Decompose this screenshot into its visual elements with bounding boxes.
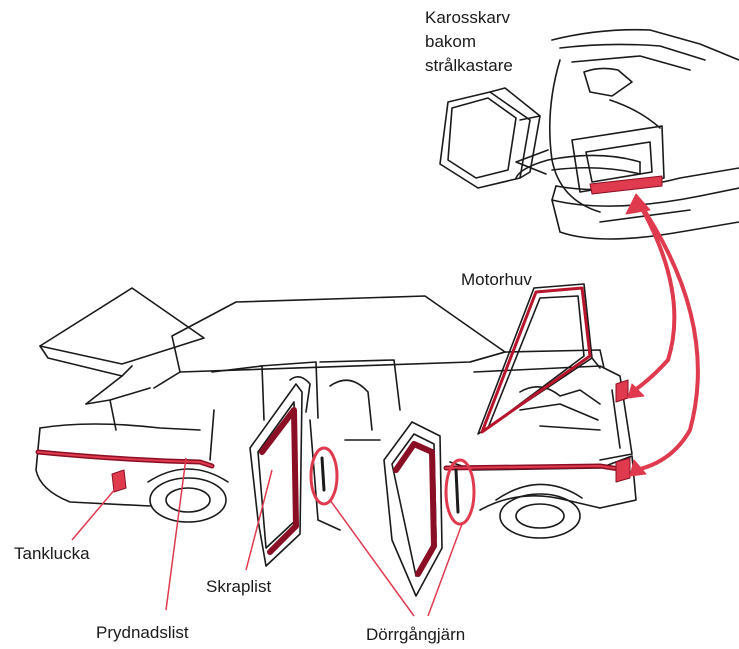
rear-wheel — [150, 478, 226, 522]
car-roof — [172, 296, 505, 372]
label-door-hinges: Dörrgångjärn — [366, 624, 465, 646]
seam-marker-lower — [616, 458, 630, 482]
label-body-seam-line3: strålkastare — [425, 55, 513, 77]
headlamp-unit — [440, 92, 530, 188]
leader-hinge-rear — [330, 500, 414, 616]
label-hood: Motorhuv — [461, 269, 532, 291]
front-wheel — [500, 494, 580, 538]
car-illustration — [36, 284, 636, 596]
boot-lid — [40, 288, 204, 364]
seam-marker-upper — [616, 380, 628, 402]
leader-scraper — [246, 470, 272, 570]
label-body-seam-line2: bakom — [425, 31, 476, 53]
leader-fuel-flap — [72, 488, 116, 540]
label-trim-strip: Prydnadslist — [96, 622, 189, 644]
label-fuel-flap: Tanklucka — [14, 543, 90, 565]
rear-door-strip — [262, 410, 296, 552]
fuel-flap-highlight — [112, 470, 126, 492]
body-seam-highlight — [590, 176, 662, 194]
label-scraper-strip: Skraplist — [206, 576, 271, 598]
label-body-seam-line1: Karosskarv — [425, 7, 510, 29]
